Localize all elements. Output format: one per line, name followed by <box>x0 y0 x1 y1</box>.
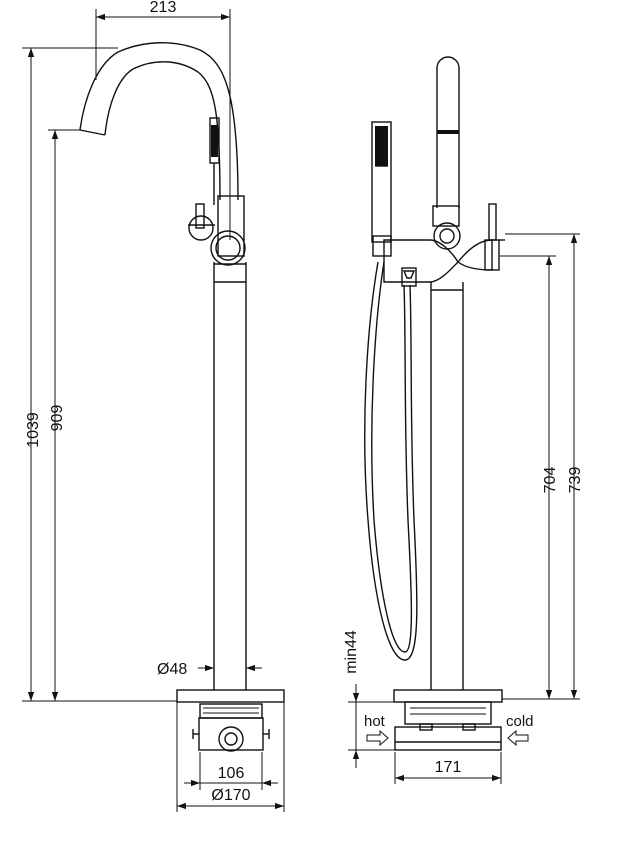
dimension-handle-low: 704 <box>499 255 559 700</box>
inlet-hot: hot <box>364 713 389 747</box>
pipe-side <box>430 282 464 690</box>
hot-label: hot <box>364 713 386 730</box>
dimension-overall-height: 1039 <box>22 47 177 702</box>
dimension-pipe-diameter: Ø48 <box>157 661 262 678</box>
dimension-label-704: 704 <box>542 467 559 494</box>
dimension-base-width: 171 <box>394 752 502 784</box>
dimension-fixing-width: 106 <box>184 752 278 790</box>
dimension-spout-reach: 213 <box>95 0 231 240</box>
dimension-label-106: 106 <box>218 765 245 782</box>
inlet-cold: cold <box>506 713 534 747</box>
dimension-label-909: 909 <box>49 405 66 432</box>
pipe-front <box>213 262 247 690</box>
base-plate-front <box>176 689 285 703</box>
mixer-body-front <box>188 195 246 266</box>
spout-side <box>436 56 460 208</box>
handshower-side <box>371 121 392 257</box>
shower-hose <box>364 261 418 661</box>
dimension-base-diameter: Ø170 <box>176 702 285 812</box>
front-view: 213 1039 909 Ø48 106 <box>22 0 285 812</box>
dimension-label-1039: 1039 <box>25 412 42 448</box>
cold-label: cold <box>506 713 534 730</box>
fixing-box-front <box>192 703 270 752</box>
dimension-min-depth: min44 <box>343 630 405 768</box>
dimension-label-d48: Ø48 <box>157 661 187 678</box>
base-plate-side <box>393 689 503 703</box>
handshower-front <box>209 117 220 205</box>
dimension-label-d170: Ø170 <box>211 787 250 804</box>
dimension-handle-high: 739 <box>505 233 584 700</box>
dimension-label-739: 739 <box>567 467 584 494</box>
dimension-label-min44: min44 <box>343 630 360 674</box>
dimension-spout-height: 909 <box>48 129 80 701</box>
mixer-body-side <box>383 203 505 283</box>
side-view: hot cold min44 704 739 <box>343 56 584 784</box>
dimension-label-171: 171 <box>435 759 462 776</box>
dimension-label-213: 213 <box>150 0 177 16</box>
fixing-box-side <box>394 701 502 751</box>
